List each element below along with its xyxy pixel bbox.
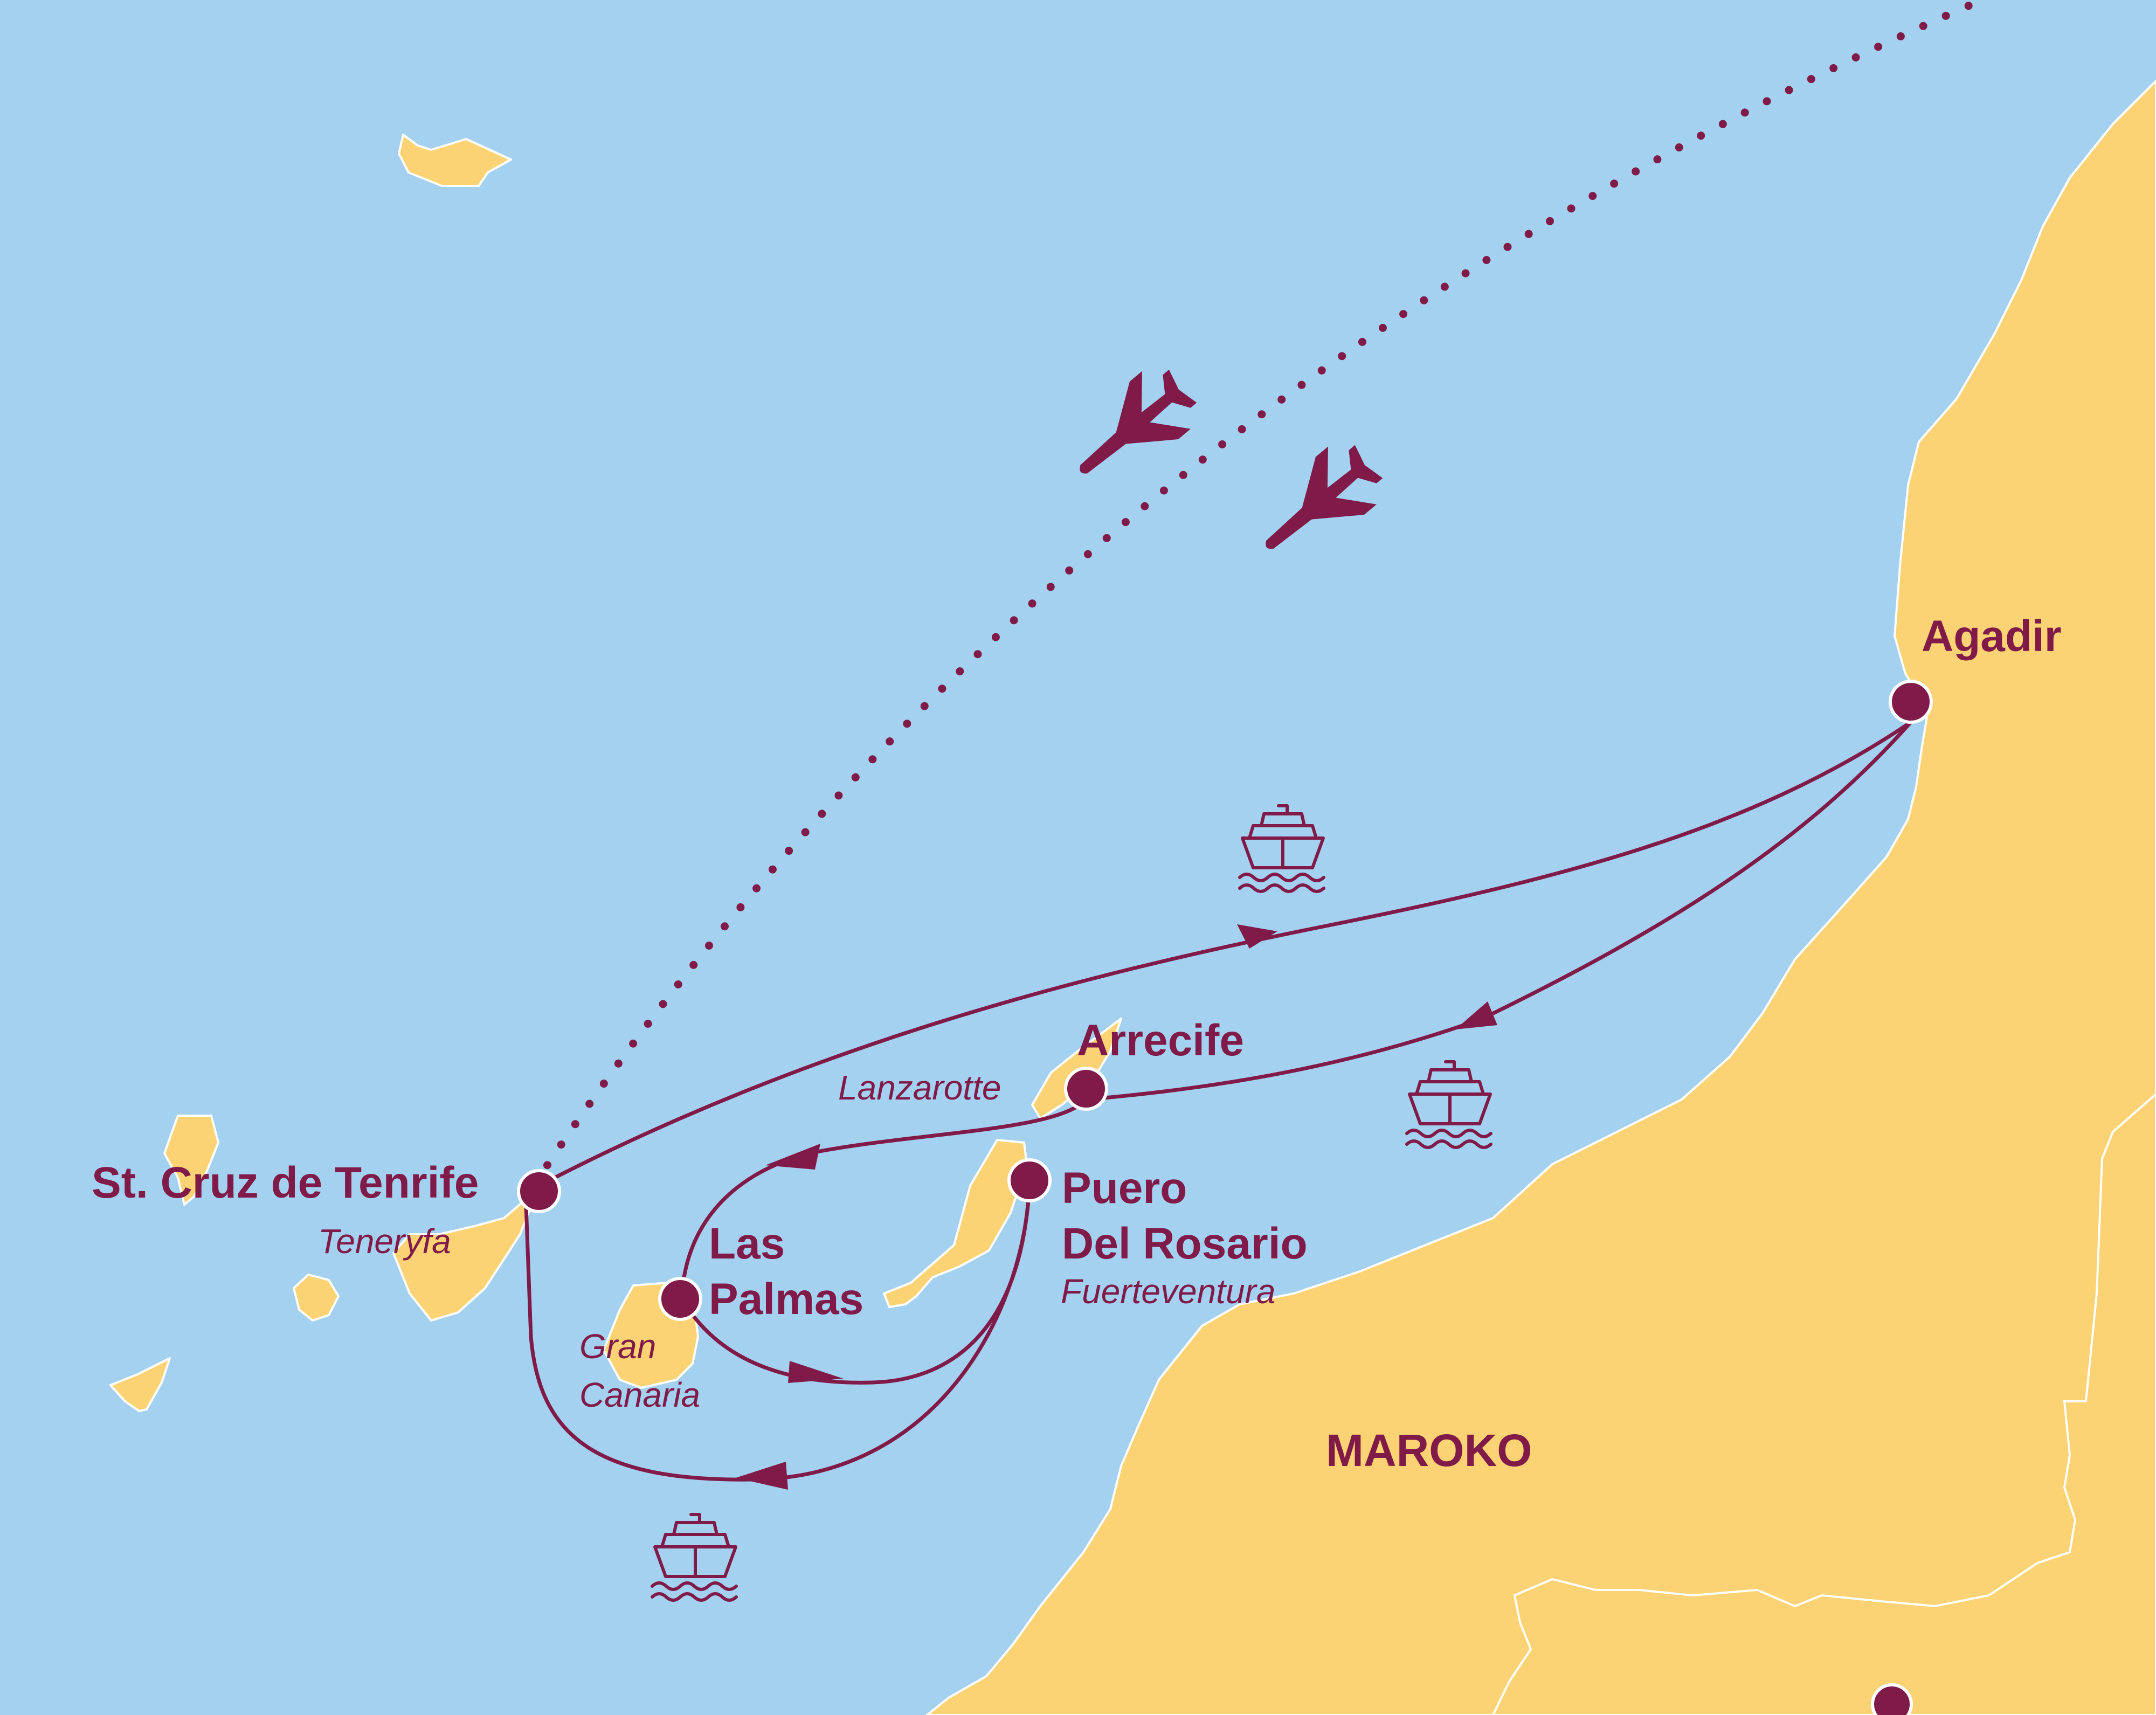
route-arrow [736, 1462, 788, 1490]
airplane-icon [1080, 369, 1197, 474]
island-el-hierro [109, 1357, 171, 1412]
ship-icon [1405, 1060, 1492, 1149]
port-marker-puerto[interactable] [1007, 1158, 1052, 1202]
port-label-puerto-line2: Del Rosario [1062, 1219, 1308, 1268]
route-arrow [765, 1144, 820, 1170]
port-marker-agadir[interactable] [1889, 680, 1933, 724]
port-label-puerto-line1: Puero [1062, 1164, 1187, 1213]
port-label-tenerife: St. Cruz de Tenrife [92, 1158, 479, 1207]
island-madeira [398, 134, 512, 187]
island-label-lanzarote: Lanzarotte [838, 1068, 1001, 1107]
port-marker-tenerife[interactable] [517, 1169, 561, 1213]
port-label-agadir: Agadir [1922, 612, 2062, 661]
island-la-gomera [293, 1274, 340, 1322]
island-tenerife [392, 1185, 540, 1322]
route-arrow [788, 1361, 844, 1383]
port-marker-partial [1871, 1683, 1913, 1715]
country-label: MAROKO [1326, 1425, 1532, 1476]
island-label-fuerteventura: Fuerteventura [1061, 1272, 1275, 1311]
ship-icon [1238, 804, 1325, 893]
island-lanzarote [1031, 1018, 1122, 1119]
route-tenerife-agadir [537, 720, 1913, 1188]
island-la-palma [163, 1115, 219, 1206]
island-label-gran-canaria-line1: Gran [579, 1327, 656, 1366]
airplane-icon [1266, 445, 1383, 549]
island-label-gran-canaria-line2: Canaria [579, 1375, 700, 1414]
route-arrow [1455, 1001, 1497, 1029]
port-marker-las-palmas[interactable] [658, 1277, 702, 1321]
port-marker-arrecife[interactable] [1064, 1067, 1108, 1111]
port-label-las-palmas-line1: Las [709, 1219, 785, 1268]
border-line [1492, 1093, 2156, 1715]
island-label-tenerife: Teneryfa [318, 1222, 451, 1261]
mainland-africa [926, 80, 2156, 1715]
route-agadir-arrecife [1084, 720, 1913, 1102]
route-arrow [1237, 924, 1277, 949]
port-label-arrecife: Arrecife [1077, 1016, 1244, 1065]
port-label-las-palmas-line2: Palmas [709, 1275, 863, 1324]
ship-icon [651, 1513, 738, 1602]
